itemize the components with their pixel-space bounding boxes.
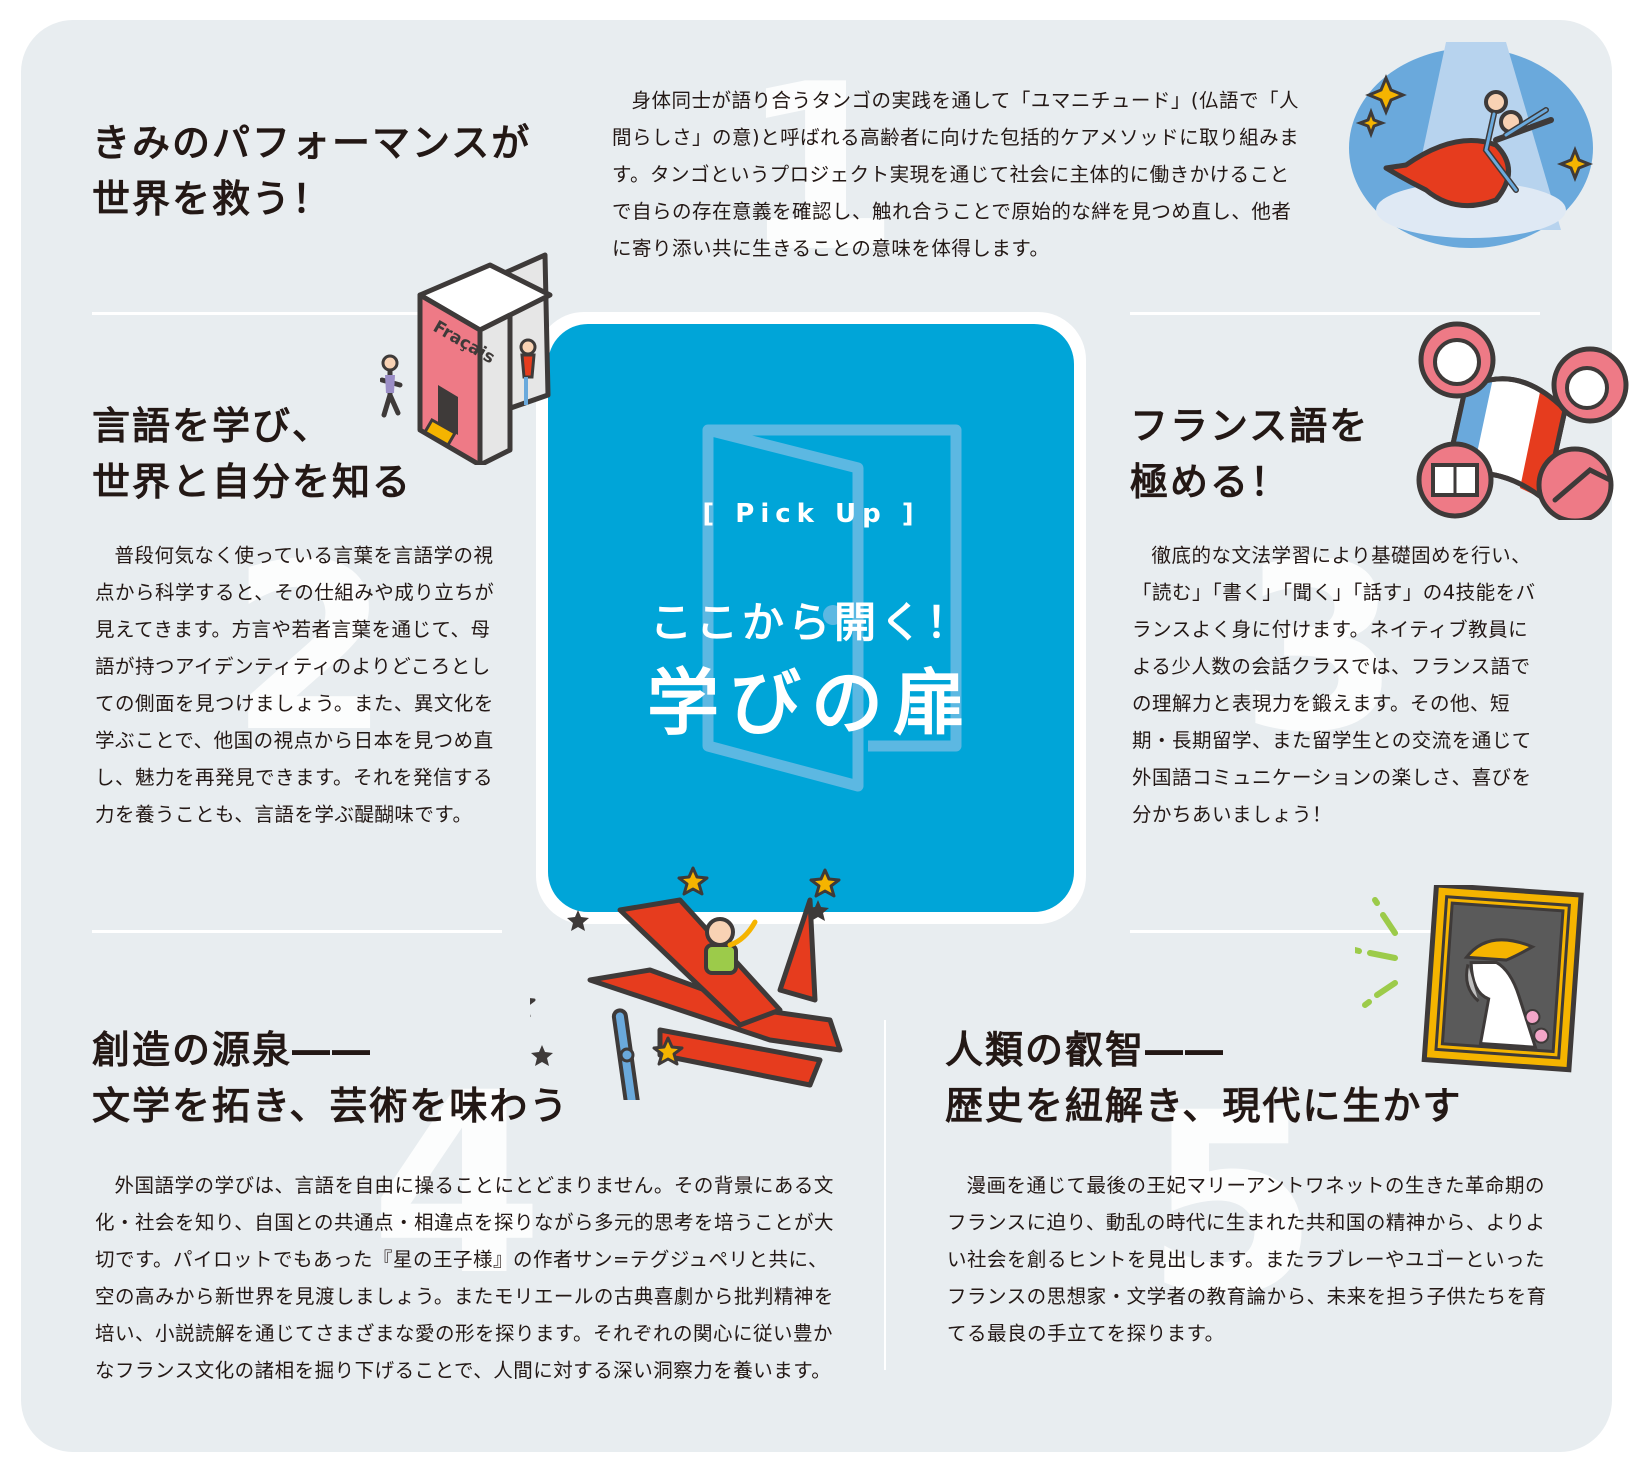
- pickup-subtitle: ここから開く！: [649, 598, 972, 647]
- framed-portrait-icon: [1352, 882, 1590, 1075]
- section-3-title-line-1: フランス語を: [1130, 404, 1370, 448]
- section-5-title-line-2: 歴史を紐解き、現代に生かす: [945, 1084, 1463, 1128]
- pickup-card[interactable]: [ Pick Up ] ここから開く！ 学びの扉: [536, 312, 1086, 924]
- section-3-body: 徹底的な文法学習により基礎固めを行い、「読む」「書く」「聞く」「話す」の4技能を…: [1132, 544, 1536, 826]
- section-3-number: 3: [1240, 516, 1401, 783]
- francais-book-icon: Fraçais: [379, 235, 580, 468]
- section-3-title: フランス語を 極める！: [1130, 398, 1369, 510]
- section-4-title: 創造の源泉―― 文学を拓き、芸術を味わう: [92, 1022, 569, 1134]
- section-2-title-line-2: 世界と自分を知る: [92, 460, 413, 504]
- section-1-title-line-2: 世界を救う！: [92, 177, 333, 221]
- section-5-body: 漫画を通じて最後の王妃マリーアントワネットの生きた革命期のフランスに迫り、動乱の…: [947, 1174, 1547, 1345]
- section-2-title: 言語を学び、 世界と自分を知る: [92, 398, 412, 510]
- section-4-title-line-1: 創造の源泉――: [92, 1028, 373, 1072]
- section-3-title-line-2: 極める！: [1130, 460, 1291, 504]
- divider: [92, 930, 502, 933]
- section-5-title-line-1: 人類の叡智――: [945, 1028, 1226, 1072]
- section-1-body: 身体同士が語り合うタンゴの実践を通して「ユマニチュード」(仏語で「人間らしさ」の…: [612, 89, 1300, 260]
- section-1-title: きみのパフォーマンスが 世界を救う！: [92, 115, 531, 227]
- section-4-number: 4: [370, 1039, 544, 1330]
- vertical-divider: [884, 1020, 886, 1370]
- divider: [92, 312, 539, 315]
- tango-dancers-icon: [1346, 40, 1596, 254]
- section-1-number: 1: [740, 36, 901, 303]
- airplane-little-prince-icon: [504, 860, 860, 1112]
- divider: [1130, 312, 1540, 315]
- section-4-title-line-2: 文学を拓き、芸術を味わう: [92, 1084, 570, 1128]
- section-5-number: 5: [1145, 1059, 1319, 1350]
- divider: [1130, 930, 1540, 933]
- pickup-title: 学びの扉: [646, 661, 975, 745]
- pickup-label: [ Pick Up ]: [702, 499, 920, 529]
- section-1-title-line-1: きみのパフォーマンスが: [92, 121, 532, 165]
- section-2-number: 2: [230, 516, 391, 783]
- section-5-title: 人類の叡智―― 歴史を紐解き、現代に生かす: [945, 1022, 1462, 1134]
- pickup-card-inner: [ Pick Up ] ここから開く！ 学びの扉: [548, 324, 1074, 912]
- section-4-body: 外国語学の学びは、言語を自由に操ることにとどまりません。その背景にある文化・社会…: [95, 1174, 835, 1382]
- door-icon: [702, 424, 962, 792]
- section-2-title-line-1: 言語を学び、: [92, 404, 333, 448]
- section-2-body: 普段何気なく使っている言葉を言語学の視点から科学すると、その仕組みや成り立ちが見…: [95, 544, 495, 826]
- french-flag-skills-icon: [1415, 320, 1630, 524]
